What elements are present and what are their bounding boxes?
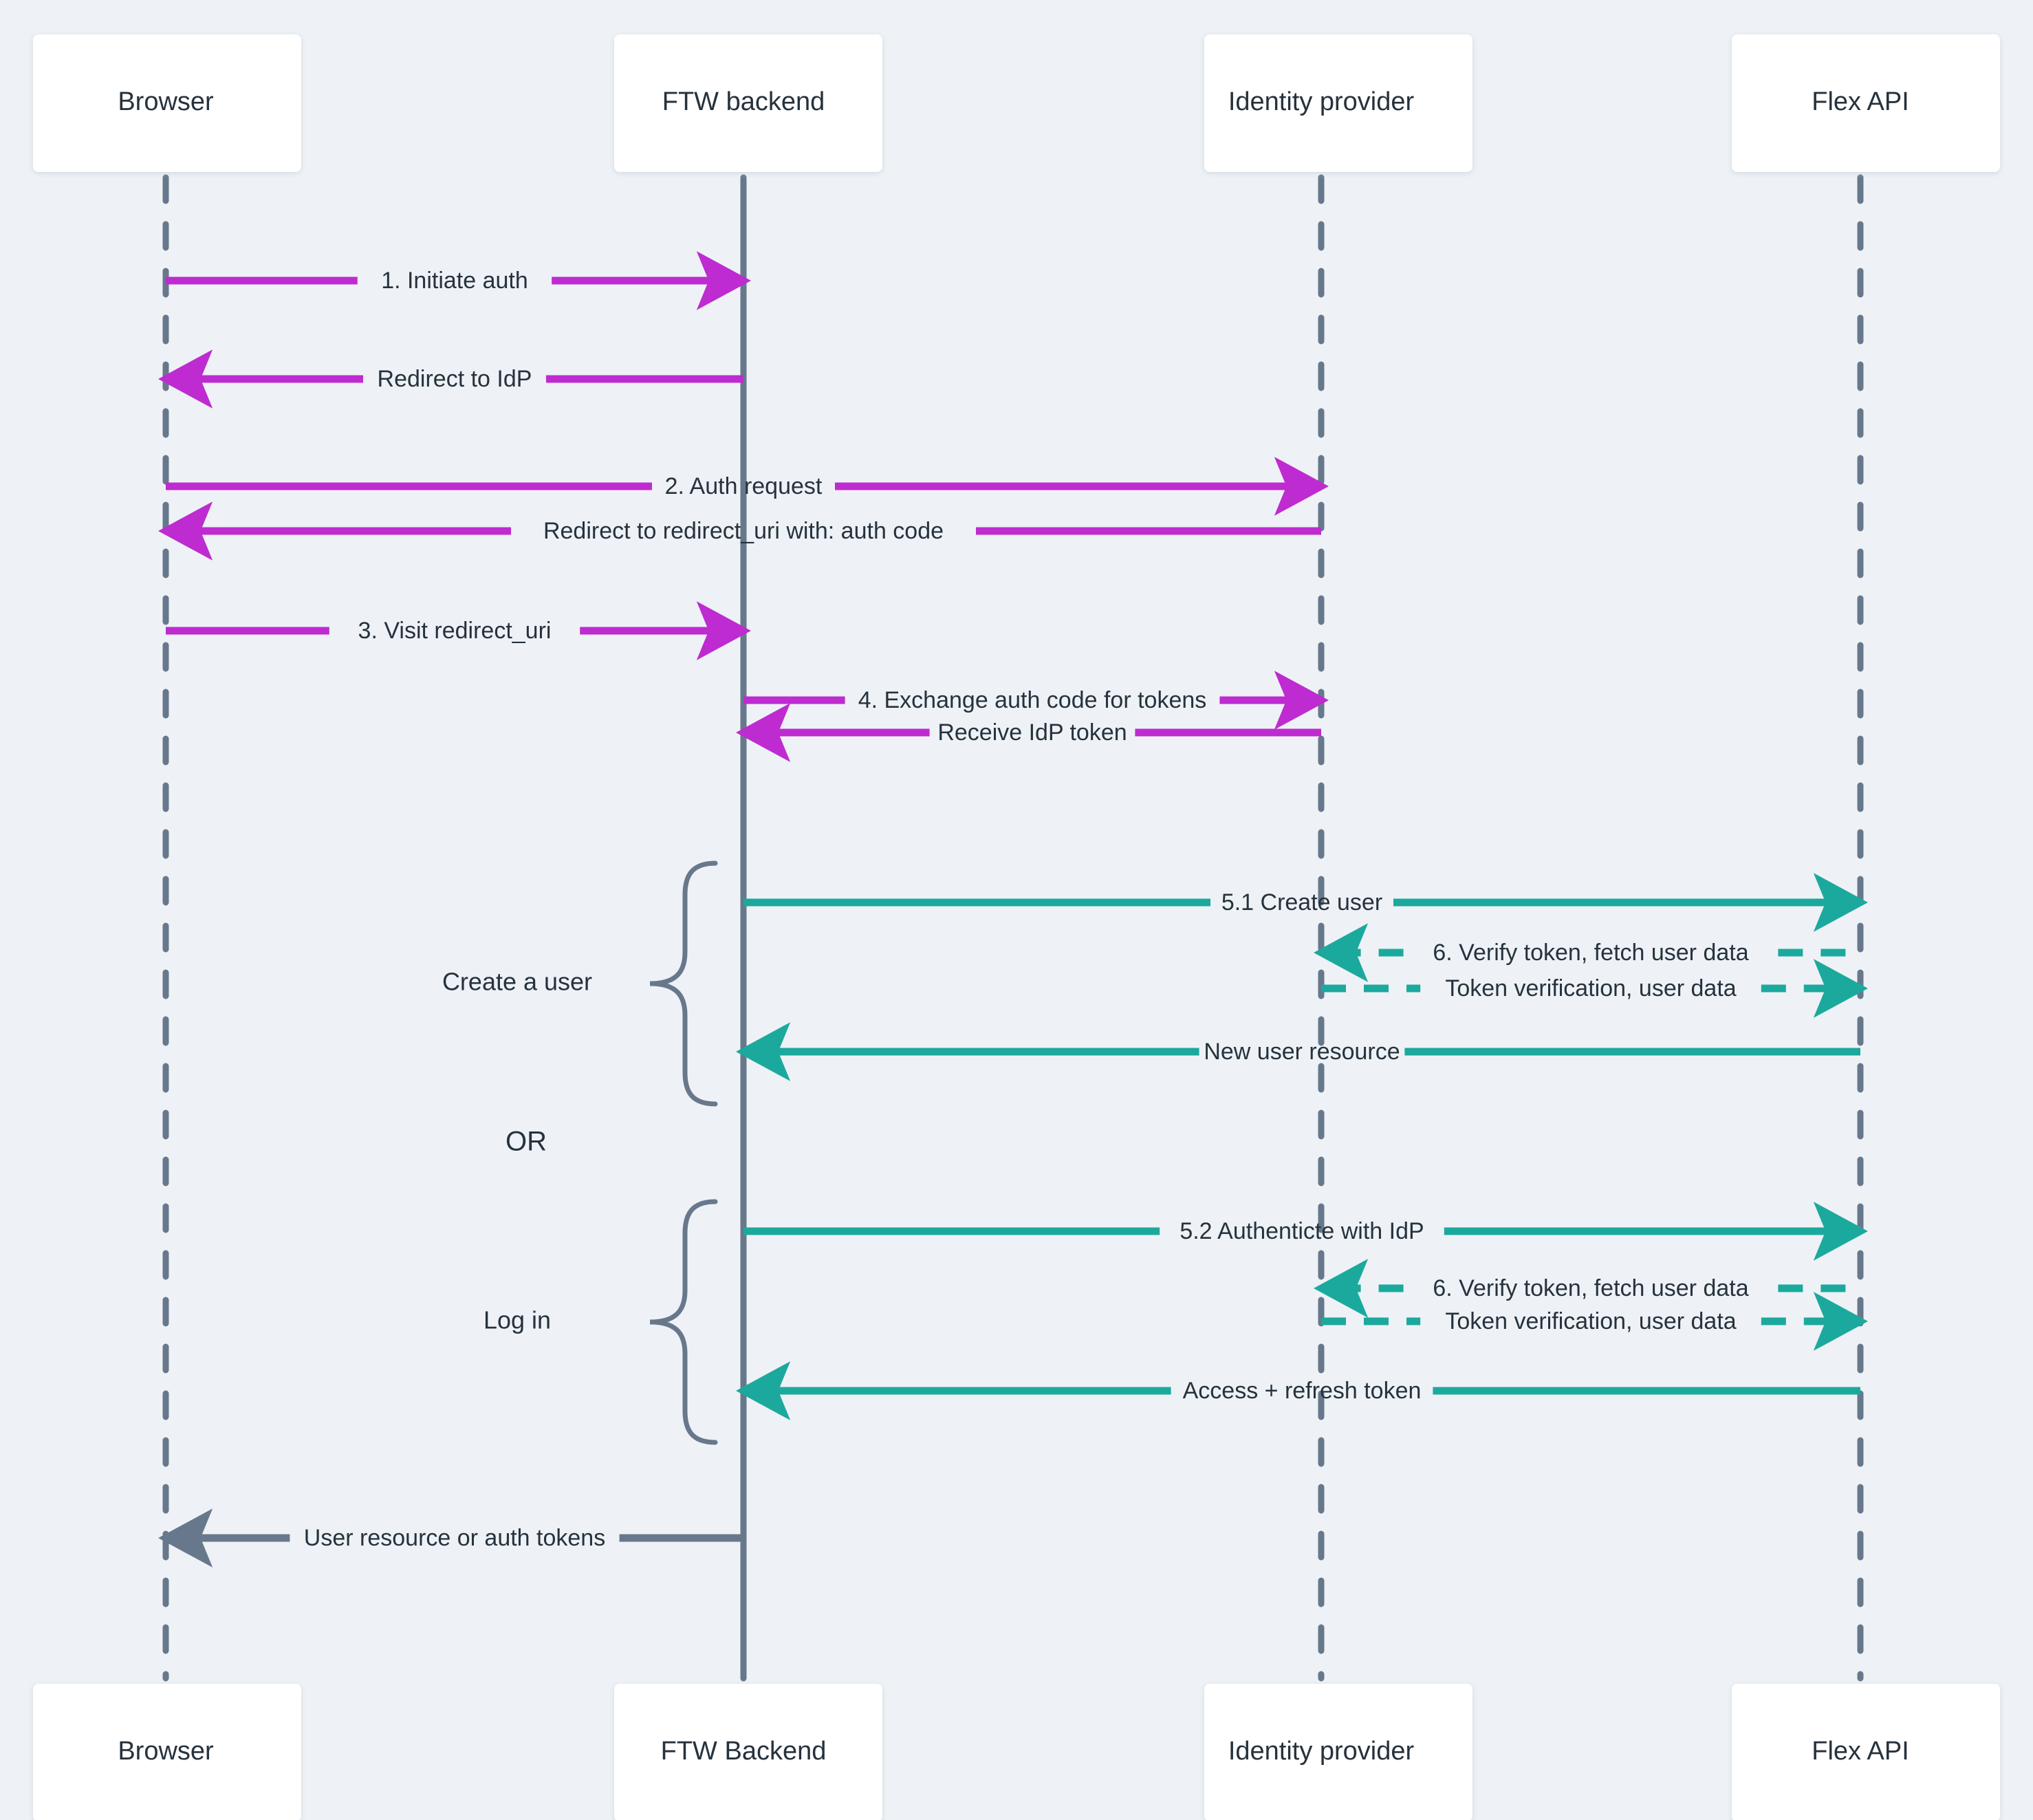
actor-box-flex[interactable]: Flex API bbox=[1732, 34, 2000, 172]
message-label-m7: Receive IdP token bbox=[937, 719, 1127, 746]
message-label-m1: 1. Initiate auth bbox=[381, 268, 528, 294]
actor-label-bottom-flex: Flex API bbox=[1812, 1737, 1909, 1766]
group-label-log-in: Log in bbox=[483, 1306, 551, 1334]
message-label-m14: Token verification, user data bbox=[1445, 1308, 1736, 1334]
message-m16[interactable]: User resource or auth tokens bbox=[157, 1508, 743, 1568]
actor-label-bottom-browser: Browser bbox=[118, 1737, 214, 1766]
actors-top: Browser FTW backend Identity provider Flex … bbox=[33, 34, 2000, 172]
actor-label-idp: Identity provider bbox=[1228, 87, 1415, 116]
actors-bottom: Browser FTW Backend Identity provider Flex … bbox=[33, 1684, 2000, 1820]
actor-label-flex: Flex API bbox=[1812, 87, 1909, 116]
actor-box-rect bbox=[1732, 1684, 2000, 1820]
group-brace bbox=[649, 1199, 718, 1445]
actor-box-rect bbox=[614, 34, 882, 172]
actor-box-rect bbox=[33, 34, 301, 172]
actor-box-bottom-idp[interactable]: Identity provider bbox=[1204, 1684, 1472, 1820]
message-m10[interactable]: Token verification, user data bbox=[1321, 959, 1869, 1018]
message-label-m15: Access + refresh token bbox=[1183, 1378, 1422, 1404]
message-label-m8: 5.1 Create user bbox=[1221, 889, 1382, 916]
actor-label-ftw: FTW backend bbox=[662, 87, 825, 116]
message-label-m16: User resource or auth tokens bbox=[304, 1525, 605, 1551]
message-label-m6: 4. Exchange auth code for tokens bbox=[858, 687, 1207, 713]
group-log-in: Log in bbox=[483, 1199, 718, 1445]
message-m13[interactable]: 6. Verify token, fetch user data bbox=[1313, 1259, 1860, 1318]
actor-box-idp[interactable]: Identity provider bbox=[1204, 34, 1472, 172]
message-m4[interactable]: Redirect to redirect_uri with: auth code bbox=[157, 501, 1321, 561]
message-m15[interactable]: Access + refresh token bbox=[735, 1361, 1860, 1420]
actor-box-rect bbox=[33, 1684, 301, 1820]
actor-box-rect bbox=[1204, 34, 1472, 172]
group-create-a-user: Create a user bbox=[442, 860, 718, 1107]
group-label-create-a-user: Create a user bbox=[442, 968, 592, 996]
or-divider-label: OR bbox=[505, 1127, 547, 1157]
actor-label-bottom-ftw: FTW Backend bbox=[661, 1737, 827, 1766]
actor-box-rect bbox=[614, 1684, 882, 1820]
message-label-m4: Redirect to redirect_uri with: auth code bbox=[543, 518, 944, 544]
message-m8[interactable]: 5.1 Create user bbox=[743, 873, 1869, 932]
actor-box-browser[interactable]: Browser bbox=[33, 34, 301, 172]
actor-label-bottom-idp: Identity provider bbox=[1228, 1737, 1415, 1766]
message-label-m9: 6. Verify token, fetch user data bbox=[1433, 940, 1748, 966]
message-m12[interactable]: 5.2 Authenticte with IdP bbox=[743, 1202, 1869, 1261]
message-label-m3: 2. Auth request bbox=[665, 473, 823, 499]
message-m1[interactable]: 1. Initiate auth bbox=[166, 251, 752, 310]
message-label-m13: 6. Verify token, fetch user data bbox=[1433, 1275, 1748, 1301]
message-label-m2: Redirect to IdP bbox=[378, 366, 532, 392]
actor-label-browser: Browser bbox=[118, 87, 214, 116]
message-m9[interactable]: 6. Verify token, fetch user data bbox=[1313, 923, 1860, 982]
message-m14[interactable]: Token verification, user data bbox=[1321, 1292, 1869, 1351]
message-m2[interactable]: Redirect to IdP bbox=[157, 349, 743, 409]
message-m6[interactable]: 4. Exchange auth code for tokens bbox=[743, 671, 1329, 730]
actor-box-bottom-flex[interactable]: Flex API bbox=[1732, 1684, 2000, 1820]
message-m5[interactable]: 3. Visit redirect_uri bbox=[166, 601, 752, 660]
group-brace bbox=[649, 860, 718, 1107]
actor-box-bottom-ftw[interactable]: FTW Backend bbox=[614, 1684, 882, 1820]
message-label-m12: 5.2 Authenticte with IdP bbox=[1179, 1218, 1424, 1244]
message-label-m5: 3. Visit redirect_uri bbox=[358, 618, 552, 644]
message-m11[interactable]: New user resource bbox=[735, 1022, 1860, 1081]
actor-box-rect bbox=[1732, 34, 2000, 172]
actor-box-bottom-browser[interactable]: Browser bbox=[33, 1684, 301, 1820]
message-label-m10: Token verification, user data bbox=[1445, 975, 1736, 1001]
or-divider: OR bbox=[505, 1127, 547, 1157]
message-m7[interactable]: Receive IdP token bbox=[735, 703, 1321, 762]
actor-box-rect bbox=[1204, 1684, 1472, 1820]
message-m3[interactable]: 2. Auth request bbox=[166, 457, 1329, 516]
message-label-m11: New user resource bbox=[1204, 1039, 1400, 1065]
actor-box-ftw[interactable]: FTW backend bbox=[614, 34, 882, 172]
